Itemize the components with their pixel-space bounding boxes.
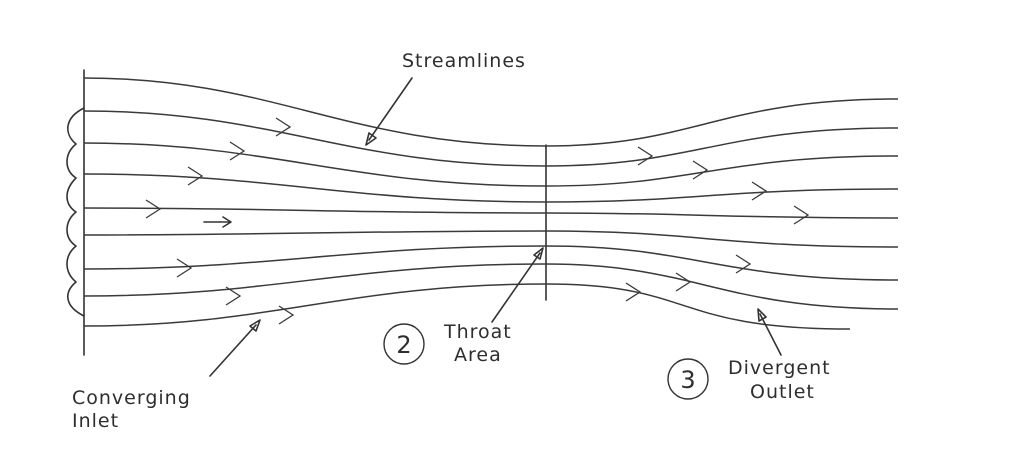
flow-chevron-7 (278, 305, 295, 325)
converging-inlet-leader-arrow (209, 319, 261, 377)
converging-inlet-label-line1: Converging (72, 387, 191, 409)
flow-arrow (203, 216, 232, 228)
streamline-9 (83, 283, 851, 330)
throat-area-label-line1: Throat (443, 321, 512, 343)
streamline-8 (83, 263, 899, 310)
divergent-outlet-label-line2: Outlet (750, 381, 815, 403)
throat-area-label-line2: Area (454, 344, 502, 366)
streamlines-label: Streamlines (402, 50, 526, 72)
streamline-3 (83, 142, 899, 187)
flow-chevron-8 (637, 146, 654, 166)
flow-chevron-4 (145, 199, 162, 219)
flow-chevron-1 (275, 117, 292, 137)
flow-chevron-9 (692, 160, 709, 180)
divergent-outlet-label-line1: Divergent (728, 357, 831, 379)
flow-chevron-11 (793, 205, 810, 225)
streamline-5 (83, 207, 899, 219)
flow-chevron-10 (751, 181, 768, 201)
flow-chevron-5 (176, 258, 193, 278)
flow-chevron-6 (225, 286, 242, 306)
streamline-4 (83, 173, 899, 203)
streamline-2 (83, 110, 899, 167)
flow-chevron-3 (187, 166, 204, 186)
streamlines-group (83, 77, 899, 330)
divergent-outlet-leader-arrow (757, 308, 782, 356)
flow-direction-arrows (145, 117, 810, 325)
flow-chevron-14 (625, 282, 642, 302)
streamline-7 (83, 245, 899, 281)
divergent-number: 3 (680, 366, 695, 394)
streamlines-leader-arrow (365, 77, 413, 146)
inlet-boundary (66, 69, 85, 356)
divergent-number-circle (667, 358, 709, 400)
flow-chevron-12 (735, 254, 752, 274)
throat-number-circle (383, 323, 425, 365)
flow-chevron-13 (675, 272, 692, 292)
throat-area-leader-arrow (491, 247, 544, 323)
streamline-1 (83, 77, 899, 147)
flow-chevron-2 (229, 141, 246, 161)
throat-number: 2 (396, 331, 411, 359)
converging-inlet-label-line2: Inlet (72, 410, 119, 432)
streamline-6 (83, 230, 899, 248)
